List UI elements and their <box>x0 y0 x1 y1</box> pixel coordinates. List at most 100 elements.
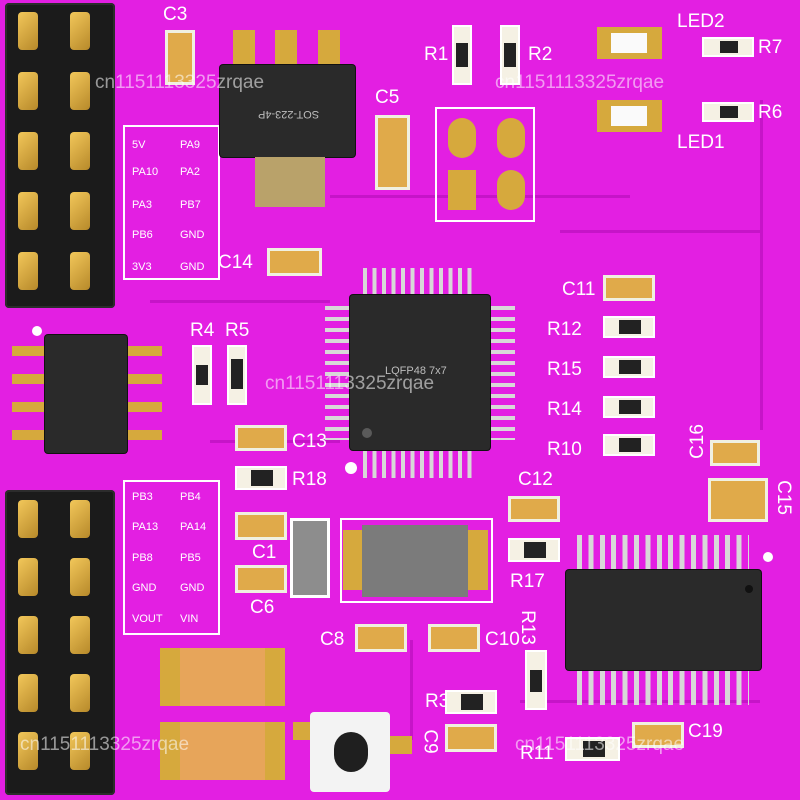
resistor-r4 <box>192 345 212 405</box>
pad <box>448 118 476 158</box>
capacitor-c16 <box>710 440 760 466</box>
pin-label: PB5 <box>180 552 201 564</box>
trace <box>760 100 763 430</box>
pin-label: GND <box>180 582 205 594</box>
trace <box>410 640 413 740</box>
label-c9: C9 <box>419 729 441 754</box>
led1 <box>597 100 662 132</box>
label-c11: C11 <box>562 279 596 300</box>
capacitor-c3 <box>165 30 195 85</box>
resistor-r13 <box>525 650 547 710</box>
label-c3: C3 <box>163 4 188 25</box>
capacitor-c19 <box>632 722 684 748</box>
resistor-r12 <box>603 316 655 338</box>
header-pin <box>18 252 38 290</box>
label-r11: R11 <box>520 743 554 764</box>
label-c8: C8 <box>320 629 345 650</box>
label-led1: LED1 <box>677 132 725 153</box>
pin-label: GND <box>180 261 205 273</box>
label-r17: R17 <box>510 571 545 592</box>
header-pin <box>70 252 90 290</box>
watermark: cn1151113325zrqae <box>515 734 685 755</box>
label-c19: C19 <box>688 721 723 742</box>
fiducial-dot <box>345 462 357 474</box>
label-r15: R15 <box>547 359 582 380</box>
label-c1: C1 <box>252 542 277 563</box>
label-c6: C6 <box>250 597 275 618</box>
regulator-tab <box>255 157 325 207</box>
pin1-marker <box>362 428 372 438</box>
capacitor-c6 <box>235 565 287 593</box>
label-c16: C16 <box>686 424 708 459</box>
label-r10: R10 <box>547 439 582 460</box>
label-c13: C13 <box>292 431 327 452</box>
resistor-r3 <box>445 690 497 714</box>
label-r14: R14 <box>547 399 582 420</box>
watermark: cn1151113325zrqae <box>20 734 190 755</box>
ssop-leads <box>563 535 763 705</box>
pad <box>497 118 525 158</box>
capacitor-c1 <box>235 512 287 540</box>
mcu-label: LQFP48 7x7 <box>385 365 447 377</box>
resistor-r14 <box>603 396 655 418</box>
label-r7: R7 <box>758 37 783 58</box>
label-r18: R18 <box>292 469 327 490</box>
header-pin <box>70 192 90 230</box>
resistor-r18 <box>235 466 287 490</box>
pin-label: PB8 <box>132 552 153 564</box>
fiducial-dot <box>32 326 42 336</box>
header-pin <box>70 616 90 654</box>
pin-label: GND <box>180 229 205 241</box>
regulator-pin <box>318 30 340 70</box>
pad <box>448 170 476 210</box>
resistor-r5 <box>227 345 247 405</box>
header-pin <box>18 616 38 654</box>
inductor <box>362 525 468 597</box>
resistor-r1 <box>452 25 472 85</box>
pin-label: PB6 <box>132 229 153 241</box>
regulator-pin <box>233 30 255 70</box>
footprint-4pad <box>435 107 535 222</box>
pin-label: 3V3 <box>132 261 152 273</box>
ssop-chip <box>566 570 761 670</box>
soic8-chip <box>45 335 127 453</box>
watermark: cn1151113325zrqae <box>265 373 435 394</box>
label-r6: R6 <box>758 102 783 123</box>
voltage-regulator <box>220 65 355 157</box>
pin-label: PA2 <box>180 166 200 178</box>
header-pin <box>70 674 90 712</box>
pin-label: VOUT <box>132 613 163 625</box>
push-button[interactable] <box>310 712 390 792</box>
label-r5: R5 <box>225 320 250 341</box>
pin-label: PA10 <box>132 166 159 178</box>
resistor-r10 <box>603 434 655 456</box>
capacitor-c11 <box>603 275 655 301</box>
header-pin <box>70 732 90 770</box>
regulator-label: SOT-223-4P <box>258 108 320 120</box>
label-c5: C5 <box>375 87 400 108</box>
header-pin <box>18 12 38 50</box>
label-c14: C14 <box>218 252 253 273</box>
button-actuator[interactable] <box>334 732 368 772</box>
header-pin <box>18 132 38 170</box>
mcu-chip <box>350 295 490 450</box>
trace <box>150 300 330 303</box>
header-pin <box>18 732 38 770</box>
tantalum-cap <box>160 722 285 780</box>
label-c12: C12 <box>518 469 553 490</box>
label-c15: C15 <box>772 480 794 515</box>
resistor-r2 <box>500 25 520 85</box>
label-r12: R12 <box>547 319 582 340</box>
button-pad <box>293 722 315 740</box>
label-r3: R3 <box>425 691 450 712</box>
resistor-r17 <box>508 538 560 562</box>
pin-label: PB7 <box>180 199 201 211</box>
pin-label: VIN <box>180 613 199 625</box>
inductor-outline <box>340 518 493 603</box>
label-r2: R2 <box>528 44 553 65</box>
header-pin <box>18 72 38 110</box>
capacitor-c9 <box>445 724 497 752</box>
label-r1: R1 <box>424 44 449 65</box>
capacitor-c10 <box>428 624 480 652</box>
